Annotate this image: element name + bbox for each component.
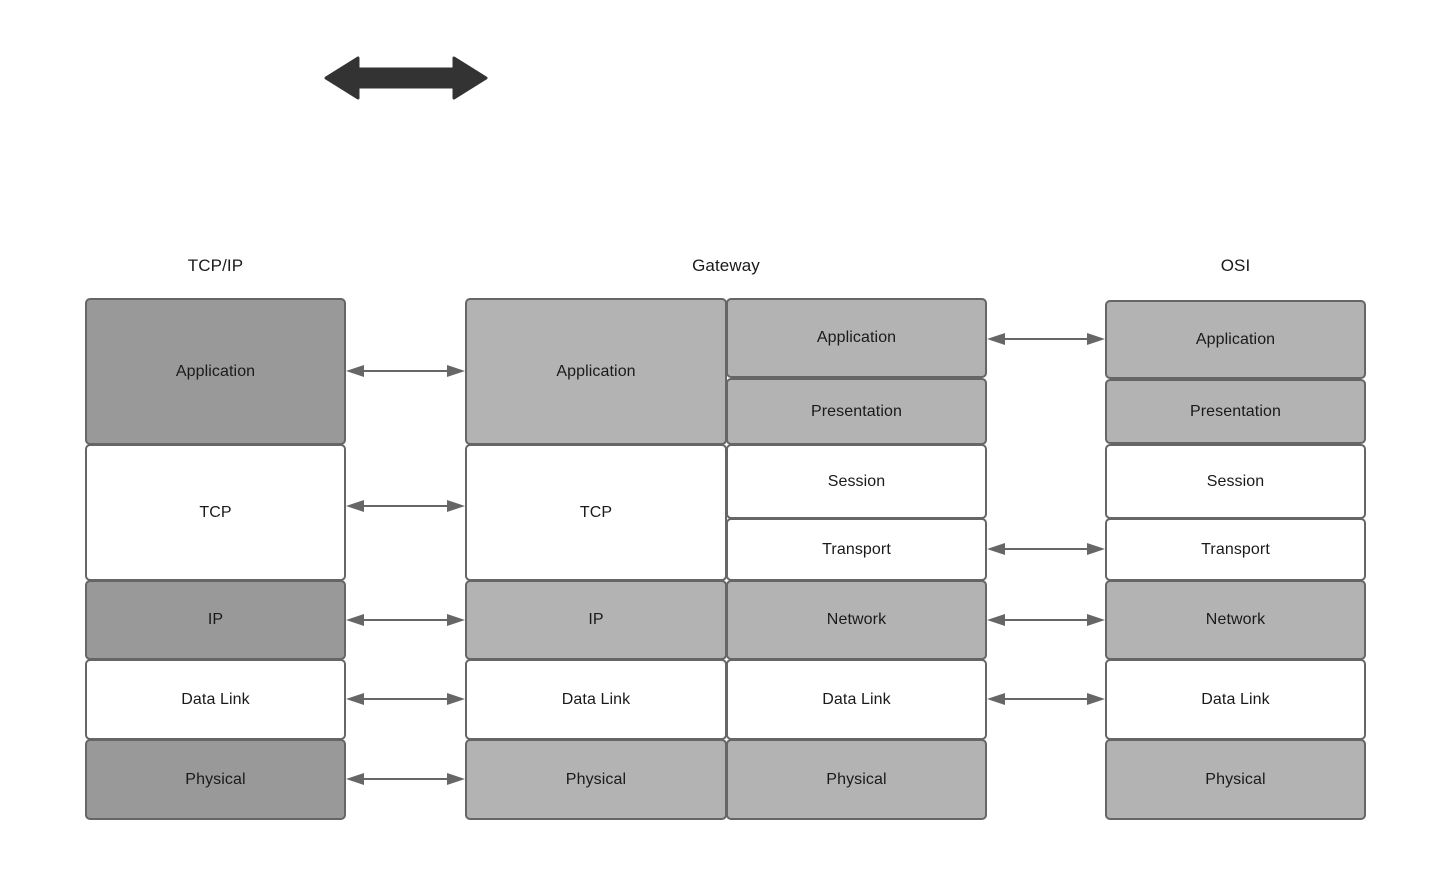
layer-gateway-osi-session[interactable]: Session [726, 444, 987, 519]
bidirectional-arrow-icon [324, 54, 488, 102]
layer-osi-network[interactable]: Network [1105, 580, 1366, 660]
connector-tcpip-gateway-application [346, 364, 465, 378]
layer-gateway-osi-datalink[interactable]: Data Link [726, 659, 987, 740]
layer-tcpip-tcp[interactable]: TCP [85, 444, 346, 581]
layer-osi-datalink[interactable]: Data Link [1105, 659, 1366, 740]
layer-tcpip-ip[interactable]: IP [85, 580, 346, 660]
connector-tcpip-gateway-ip [346, 613, 465, 627]
layer-gateway-physical[interactable]: Physical [465, 739, 727, 820]
connector-tcpip-gateway-datalink [346, 692, 465, 706]
connector-gateway-osi-network [987, 613, 1105, 627]
layer-gateway-application[interactable]: Application [465, 298, 727, 445]
column-title-tcpip: TCP/IP [187, 256, 244, 275]
connector-gateway-osi-datalink [987, 692, 1105, 706]
layer-tcpip-datalink[interactable]: Data Link [85, 659, 346, 740]
connector-gateway-osi-application [987, 332, 1105, 346]
layer-tcpip-physical[interactable]: Physical [85, 739, 346, 820]
connector-tcpip-gateway-physical [346, 772, 465, 786]
column-title-gateway: Gateway [692, 256, 760, 275]
layer-gateway-ip[interactable]: IP [465, 580, 727, 660]
layer-gateway-tcp[interactable]: TCP [465, 444, 727, 581]
layer-osi-application[interactable]: Application [1105, 300, 1366, 379]
layer-gateway-osi-network[interactable]: Network [726, 580, 987, 660]
layer-gateway-osi-application[interactable]: Application [726, 298, 987, 378]
layer-osi-physical[interactable]: Physical [1105, 739, 1366, 820]
layer-gateway-osi-physical[interactable]: Physical [726, 739, 987, 820]
layer-tcpip-application[interactable]: Application [85, 298, 346, 445]
layer-osi-presentation[interactable]: Presentation [1105, 379, 1366, 444]
layer-osi-session[interactable]: Session [1105, 444, 1366, 519]
layer-gateway-osi-presentation[interactable]: Presentation [726, 378, 987, 445]
column-title-osi: OSI [1220, 256, 1251, 275]
connector-tcpip-gateway-tcp [346, 499, 465, 513]
layer-gateway-osi-transport[interactable]: Transport [726, 518, 987, 581]
layer-osi-transport[interactable]: Transport [1105, 518, 1366, 581]
connector-gateway-osi-transport [987, 542, 1105, 556]
layer-gateway-datalink[interactable]: Data Link [465, 659, 727, 740]
